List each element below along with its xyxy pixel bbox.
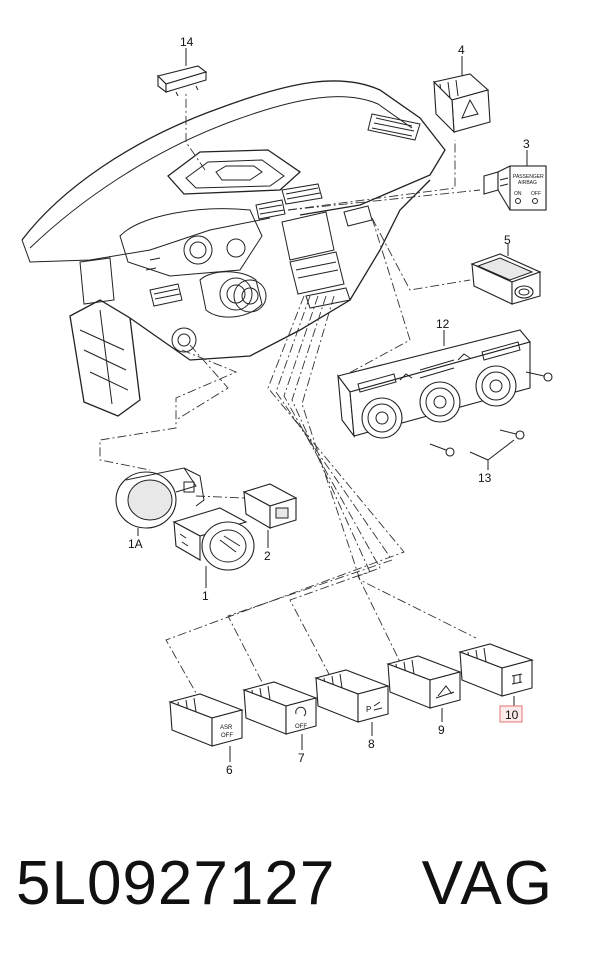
- part-12-climate-control-panel: [337, 329, 531, 439]
- callout-1: 1: [202, 589, 209, 603]
- callout-13: 13: [478, 471, 492, 485]
- callout-14: 14: [180, 35, 194, 49]
- tpms-off-label: OFF: [295, 724, 307, 730]
- park-label: P: [366, 705, 371, 714]
- asr-off-label: OFF: [221, 733, 233, 739]
- part-9-switch: [386, 655, 462, 722]
- part-6-asr-switch: ASR OFF: [168, 693, 244, 762]
- part-2-switch: [242, 483, 298, 548]
- callout-5: 5: [504, 233, 511, 247]
- part-14-switch-blank: [156, 48, 208, 97]
- part-8-park-assist-switch: P: [314, 669, 390, 736]
- center-stack: [281, 205, 373, 309]
- callout-1A: 1A: [128, 537, 143, 551]
- callout-3: 3: [523, 137, 530, 151]
- callout-10: 10: [505, 708, 519, 722]
- asr-label: ASR: [220, 725, 233, 731]
- brand-name: VAG: [421, 849, 554, 918]
- callout-10-highlight-box: [499, 705, 523, 723]
- part-4-hazard-switch: [432, 56, 491, 134]
- climate-knobs: [361, 365, 517, 439]
- parts-diagram: PASSENGER AIRBAG ON OFF: [21, 35, 553, 777]
- airbag-off-label: OFF: [531, 191, 541, 197]
- airbag-on-label: ON: [514, 191, 522, 197]
- vent-hatching: [255, 113, 421, 220]
- footer: 5L0927127 VAG: [8, 844, 592, 924]
- callout-7: 7: [298, 751, 305, 765]
- callout-12: 12: [436, 317, 450, 331]
- part-5-switch: [470, 244, 542, 305]
- callout-4: 4: [458, 43, 465, 57]
- part-1A-switch-bezel: [115, 467, 205, 536]
- callout-6: 6: [226, 763, 233, 777]
- callout-2: 2: [264, 549, 271, 563]
- leader-lines: [99, 92, 481, 701]
- callout-8: 8: [368, 737, 375, 751]
- dashboard-illustration: [21, 80, 446, 417]
- callout-9: 9: [438, 723, 445, 737]
- part-7-tpms-switch: OFF: [242, 681, 318, 750]
- part-10-switch: [458, 643, 534, 706]
- airbag-label-line1: PASSENGER: [513, 174, 544, 180]
- part-13-screws: [429, 371, 553, 470]
- part-3-passenger-airbag-switch: PASSENGER AIRBAG ON OFF: [483, 150, 547, 211]
- callout-labels: 14 4 3 5 12 13 1A 1 2 6 7 8 9 10: [128, 35, 530, 777]
- airbag-label-line2: AIRBAG: [518, 180, 537, 186]
- part-1-headlight-switch: [172, 507, 255, 588]
- part-number: 5L0927127: [16, 849, 336, 918]
